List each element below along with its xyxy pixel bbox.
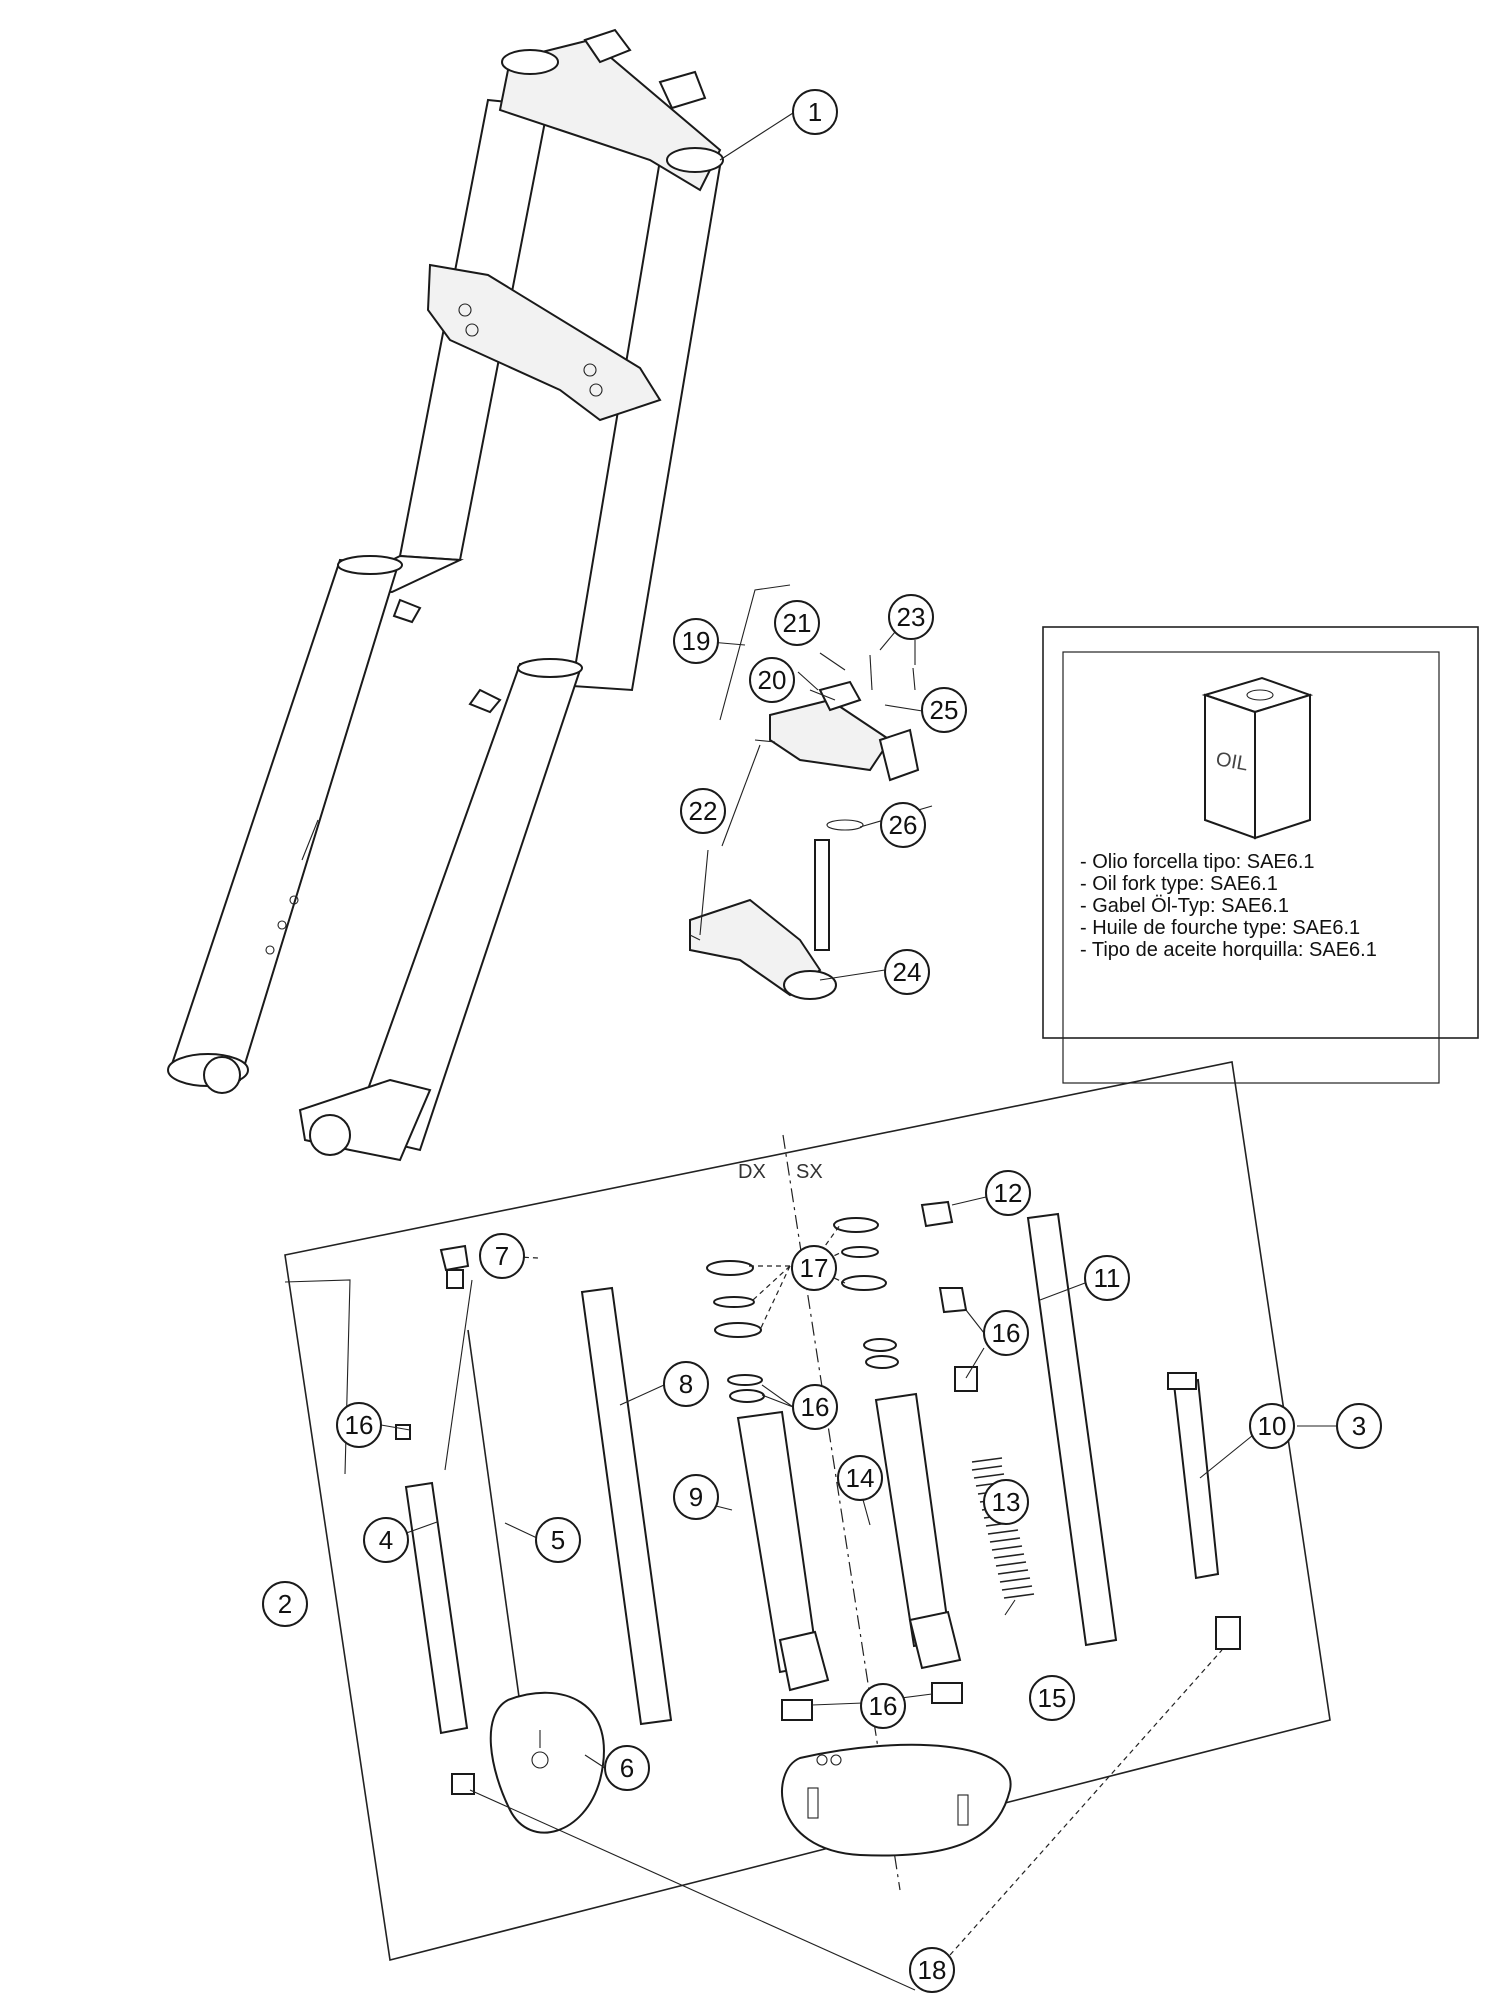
oil-line-es: - Tipo de aceite horquilla: SAE6.1 <box>1080 939 1377 961</box>
callout-22: 22 <box>680 788 726 834</box>
svg-text:25: 25 <box>930 695 959 725</box>
callout-21: 21 <box>774 600 820 646</box>
callout-9: 9 <box>673 1474 719 1520</box>
oil-specification-box: OIL - Olio forcella tipo: SAE6.1 - Oil f… <box>1042 626 1479 1084</box>
callout-18: 18 <box>909 1947 955 1993</box>
svg-text:14: 14 <box>846 1463 875 1493</box>
svg-text:11: 11 <box>1094 1263 1121 1293</box>
svg-text:1: 1 <box>808 97 822 127</box>
callout-16-b: 16 <box>792 1384 838 1430</box>
svg-text:17: 17 <box>800 1253 829 1283</box>
svg-text:21: 21 <box>783 608 812 638</box>
svg-text:23: 23 <box>897 602 926 632</box>
svg-text:7: 7 <box>495 1241 509 1271</box>
side-label-dx: DX <box>738 1161 766 1183</box>
svg-text:6: 6 <box>620 1753 634 1783</box>
callout-14: 14 <box>837 1455 883 1501</box>
svg-text:22: 22 <box>689 796 718 826</box>
callout-19: 19 <box>673 618 719 664</box>
callout-16-c: 16 <box>983 1310 1029 1356</box>
svg-text:19: 19 <box>682 626 711 656</box>
fork-assembly-illustration <box>167 28 724 1162</box>
oil-line-it: - Olio forcella tipo: SAE6.1 <box>1080 851 1315 873</box>
svg-text:2: 2 <box>278 1589 292 1619</box>
callout-12: 12 <box>985 1170 1031 1216</box>
svg-text:13: 13 <box>992 1487 1021 1517</box>
svg-text:10: 10 <box>1258 1411 1287 1441</box>
callout-16-a: 16 <box>336 1402 382 1448</box>
side-label-sx: SX <box>796 1161 823 1183</box>
oil-can-icon: OIL <box>1201 676 1314 840</box>
exploded-parts-panel: DX SX <box>284 1061 1331 1961</box>
callout-15: 15 <box>1029 1675 1075 1721</box>
callout-17: 17 <box>791 1245 837 1291</box>
callout-5: 5 <box>535 1517 581 1563</box>
oil-line-fr: - Huile de fourche type: SAE6.1 <box>1080 917 1360 939</box>
callout-25: 25 <box>921 687 967 733</box>
svg-text:16: 16 <box>869 1691 898 1721</box>
callout-13: 13 <box>983 1479 1029 1525</box>
callout-6: 6 <box>604 1745 650 1791</box>
callout-24: 24 <box>884 949 930 995</box>
callout-10: 10 <box>1249 1403 1295 1449</box>
callout-16-d: 16 <box>860 1683 906 1729</box>
oil-line-en: - Oil fork type: SAE6.1 <box>1080 873 1278 895</box>
steering-stem-illustration <box>689 584 920 1000</box>
callout-26: 26 <box>880 802 926 848</box>
oil-line-de: - Gabel Öl-Typ: SAE6.1 <box>1080 895 1289 917</box>
svg-text:26: 26 <box>889 810 918 840</box>
svg-text:3: 3 <box>1352 1411 1366 1441</box>
svg-text:12: 12 <box>994 1178 1023 1208</box>
callout-23: 23 <box>888 594 934 640</box>
svg-text:18: 18 <box>918 1955 947 1985</box>
callout-3: 3 <box>1336 1403 1382 1449</box>
svg-text:8: 8 <box>679 1369 693 1399</box>
callout-4: 4 <box>363 1517 409 1563</box>
svg-text:15: 15 <box>1038 1683 1067 1713</box>
svg-text:20: 20 <box>758 665 787 695</box>
svg-text:9: 9 <box>689 1482 703 1512</box>
svg-text:5: 5 <box>551 1525 565 1555</box>
callout-1: 1 <box>792 89 838 135</box>
svg-text:4: 4 <box>379 1525 393 1555</box>
callout-2: 2 <box>262 1581 308 1627</box>
svg-text:16: 16 <box>992 1318 1021 1348</box>
svg-text:16: 16 <box>801 1392 830 1422</box>
svg-text:24: 24 <box>893 957 922 987</box>
callout-11: 11 <box>1084 1255 1130 1301</box>
callout-8: 8 <box>663 1361 709 1407</box>
callout-20: 20 <box>749 657 795 703</box>
svg-text:16: 16 <box>345 1410 374 1440</box>
callout-7: 7 <box>479 1233 525 1279</box>
